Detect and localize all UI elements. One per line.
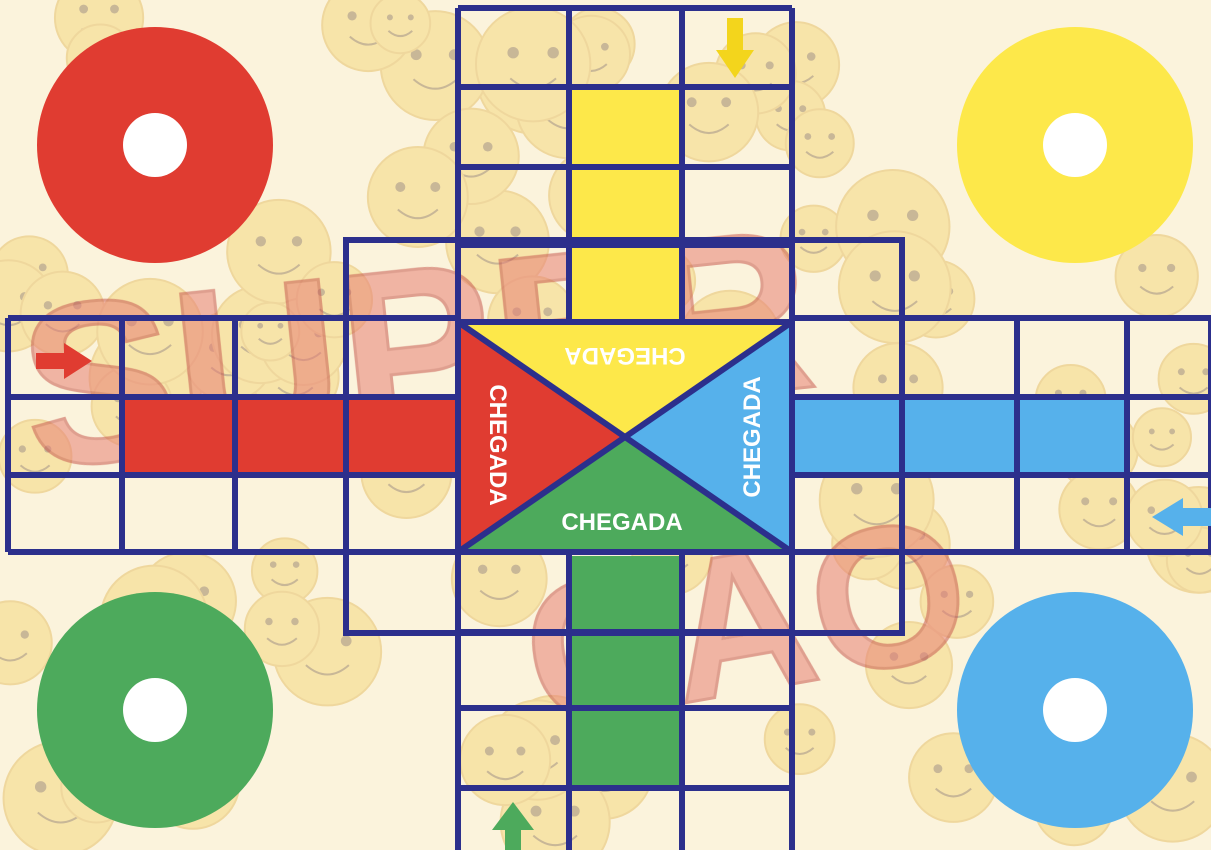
lane-cell[interactable]: [346, 397, 458, 475]
home-lane-green: [569, 556, 682, 788]
lane-cell[interactable]: [569, 708, 682, 788]
home-base-red[interactable]: [37, 27, 273, 263]
lane-cell[interactable]: [569, 245, 682, 322]
emoji-face-icon: [460, 715, 550, 805]
emoji-face-icon: [1133, 408, 1191, 466]
home-base-green[interactable]: [37, 592, 273, 828]
lane-cell[interactable]: [902, 397, 1017, 475]
emoji-face-icon: [786, 109, 854, 177]
home-lane-red: [122, 397, 458, 475]
lane-cell[interactable]: [569, 632, 682, 708]
home-base-blue-center: [1043, 678, 1107, 742]
home-base-green-center: [123, 678, 187, 742]
home-lane-blue: [792, 397, 1127, 475]
lane-cell[interactable]: [122, 397, 235, 475]
finish-label-green: CHEGADA: [561, 509, 682, 536]
lane-cell[interactable]: [569, 87, 682, 167]
home-base-red-center: [123, 113, 187, 177]
home-base-blue[interactable]: [957, 592, 1193, 828]
emoji-face-icon: [371, 0, 431, 53]
lane-cell[interactable]: [792, 397, 902, 475]
home-lane-yellow: [569, 87, 682, 322]
finish-label-red: CHEGADA: [484, 384, 511, 505]
lane-cell[interactable]: [569, 167, 682, 245]
lane-cell[interactable]: [1017, 397, 1127, 475]
emoji-face-icon: [839, 231, 951, 343]
lane-cell[interactable]: [569, 556, 682, 632]
finish-center: CHEGADA CHEGADA CHEGADA CHEGADA: [458, 322, 792, 552]
lane-cell[interactable]: [235, 397, 346, 475]
home-base-yellow[interactable]: [957, 27, 1193, 263]
home-base-yellow-center: [1043, 113, 1107, 177]
finish-label-yellow: CHEGADA: [564, 342, 685, 369]
finish-label-blue: CHEGADA: [739, 376, 766, 497]
